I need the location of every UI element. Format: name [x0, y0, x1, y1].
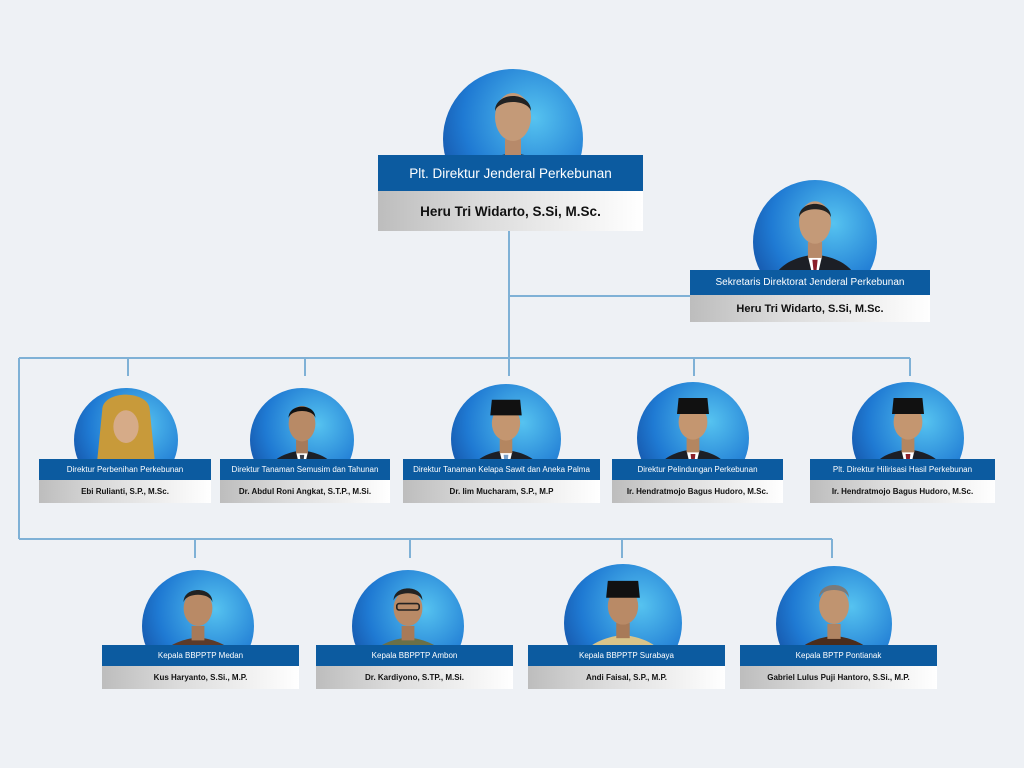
- node-head-1: Kepala BBPPTP Medan Kus Haryanto, S.Si.,…: [102, 548, 299, 690]
- node-director-3: Direktur Tanaman Kelapa Sawit dan Aneka …: [403, 372, 600, 504]
- node-director-general: Plt. Direktur Jenderal Perkebunan Heru T…: [378, 14, 643, 232]
- director-name: Ir. Hendratmojo Bagus Hudoro, M.Sc.: [810, 480, 995, 503]
- director-title: Direktur Perbenihan Perkebunan: [39, 459, 211, 480]
- secretary-title: Sekretaris Direktorat Jenderal Perkebuna…: [690, 270, 930, 295]
- node-director-1: Direktur Perbenihan Perkebunan Ebi Rulia…: [39, 372, 211, 504]
- director-title: Direktur Tanaman Kelapa Sawit dan Aneka …: [403, 459, 600, 480]
- head-name: Kus Haryanto, S.Si., M.P.: [102, 666, 299, 689]
- node-head-2: Kepala BBPPTP Ambon Dr. Kardiyono, S.TP.…: [316, 548, 513, 690]
- node-secretary: Sekretaris Direktorat Jenderal Perkebuna…: [690, 160, 930, 324]
- director-general-name: Heru Tri Widarto, S.Si, M.Sc.: [378, 191, 643, 231]
- node-director-4: Direktur Pelindungan Perkebunan Ir. Hend…: [612, 372, 783, 504]
- director-name: Ir. Hendratmojo Bagus Hudoro, M.Sc.: [612, 480, 783, 503]
- director-name: Ebi Rulianti, S.P., M.Sc.: [39, 480, 211, 503]
- secretary-name: Heru Tri Widarto, S.Si, M.Sc.: [690, 295, 930, 322]
- director-name: Dr. Abdul Roni Angkat, S.T.P., M.Si.: [220, 480, 390, 503]
- head-name: Gabriel Lulus Puji Hantoro, S.Si., M.P.: [740, 666, 937, 689]
- director-title: Direktur Tanaman Semusim dan Tahunan: [220, 459, 390, 480]
- head-name: Andi Faisal, S.P., M.P.: [528, 666, 725, 689]
- director-title: Plt. Direktur Hilirisasi Hasil Perkebuna…: [810, 459, 995, 480]
- node-director-2: Direktur Tanaman Semusim dan Tahunan Dr.…: [220, 372, 390, 504]
- head-name: Dr. Kardiyono, S.TP., M.Si.: [316, 666, 513, 689]
- head-title: Kepala BBPPTP Surabaya: [528, 645, 725, 666]
- node-director-5: Plt. Direktur Hilirisasi Hasil Perkebuna…: [810, 372, 995, 504]
- head-title: Kepala BPTP Pontianak: [740, 645, 937, 666]
- head-title: Kepala BBPPTP Ambon: [316, 645, 513, 666]
- node-head-3: Kepala BBPPTP Surabaya Andi Faisal, S.P.…: [528, 548, 725, 690]
- head-title: Kepala BBPPTP Medan: [102, 645, 299, 666]
- director-title: Direktur Pelindungan Perkebunan: [612, 459, 783, 480]
- node-head-4: Kepala BPTP Pontianak Gabriel Lulus Puji…: [740, 548, 937, 690]
- director-name: Dr. Iim Mucharam, S.P., M.P: [403, 480, 600, 503]
- director-general-title: Plt. Direktur Jenderal Perkebunan: [378, 155, 643, 191]
